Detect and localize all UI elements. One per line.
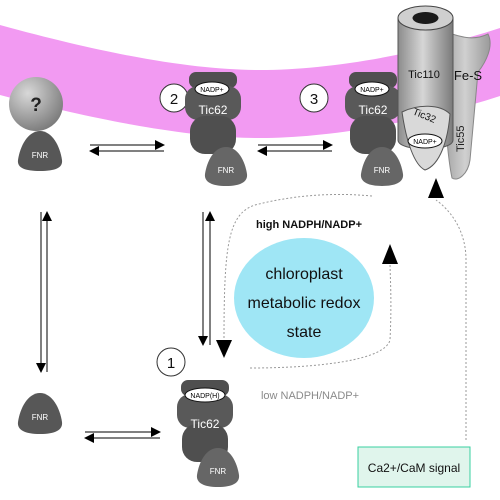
- fnr-label: FNR: [374, 166, 391, 175]
- redox-state-ellipse: chloroplast metabolic redox state: [234, 238, 374, 358]
- fnr-label: FNR: [32, 151, 49, 160]
- equilibrium-arrows-bottom: [84, 427, 161, 443]
- signal-label: Ca2+/CaM signal: [368, 461, 460, 475]
- nadp-label: NADP+: [200, 87, 224, 94]
- fnr-top-left: FNR: [17, 131, 63, 171]
- high-ratio-label: high NADPH/NADP+: [256, 219, 362, 231]
- unknown-protein: ?: [9, 77, 63, 131]
- fnr-state-3: FNR: [360, 147, 404, 186]
- tic62-state-3: NADP+ Tic62: [345, 72, 401, 154]
- signal-box: Ca2+/CaM signal: [357, 446, 471, 488]
- fnr-bottom-left: FNR: [17, 393, 63, 434]
- state-2-label: 2: [170, 91, 178, 108]
- equilibrium-arrows-center: [198, 211, 215, 346]
- fnr-label: FNR: [32, 413, 49, 422]
- dashed-arrow-low: [249, 244, 398, 369]
- equilibrium-arrows-2: [257, 140, 333, 156]
- redox-line-2: metabolic redox: [248, 295, 361, 312]
- low-ratio-label: low NADPH/NADP+: [261, 390, 359, 402]
- tic62-state-2: NADP+ Tic62: [185, 72, 241, 154]
- state-2-marker: 2: [159, 83, 189, 113]
- state-3-marker: 3: [299, 83, 329, 113]
- fnr-label: FNR: [210, 467, 227, 476]
- redox-line-1: chloroplast: [265, 266, 343, 283]
- fnr-label: FNR: [218, 166, 235, 175]
- state-3-label: 3: [310, 91, 318, 108]
- tic32: Tic32 NADP+: [401, 105, 451, 171]
- nadp-label: NADP+: [360, 87, 384, 94]
- fnr-state-2: FNR: [204, 147, 248, 186]
- fnr-state-1: FNR: [196, 448, 240, 487]
- state-1-label: 1: [167, 355, 175, 372]
- tic110-label: Tic110: [408, 69, 440, 81]
- dashed-arrow-high: [216, 193, 373, 358]
- tic62-label: Tic62: [199, 103, 228, 117]
- nadph-label: NADP(H): [190, 393, 219, 400]
- dashed-arrow-signal: [428, 178, 467, 440]
- equilibrium-arrows-1: [89, 140, 165, 156]
- redox-line-3: state: [287, 324, 322, 341]
- tic55-label: Tic55: [455, 126, 467, 153]
- tic62-label: Tic62: [191, 417, 220, 431]
- unknown-protein-label: ?: [30, 95, 42, 116]
- equilibrium-arrows-left: [36, 211, 52, 373]
- state-1-marker: 1: [156, 347, 186, 377]
- fe-s-label: Fe-S: [454, 68, 483, 83]
- tic62-label: Tic62: [359, 103, 388, 117]
- nadp-label: NADP+: [413, 139, 437, 146]
